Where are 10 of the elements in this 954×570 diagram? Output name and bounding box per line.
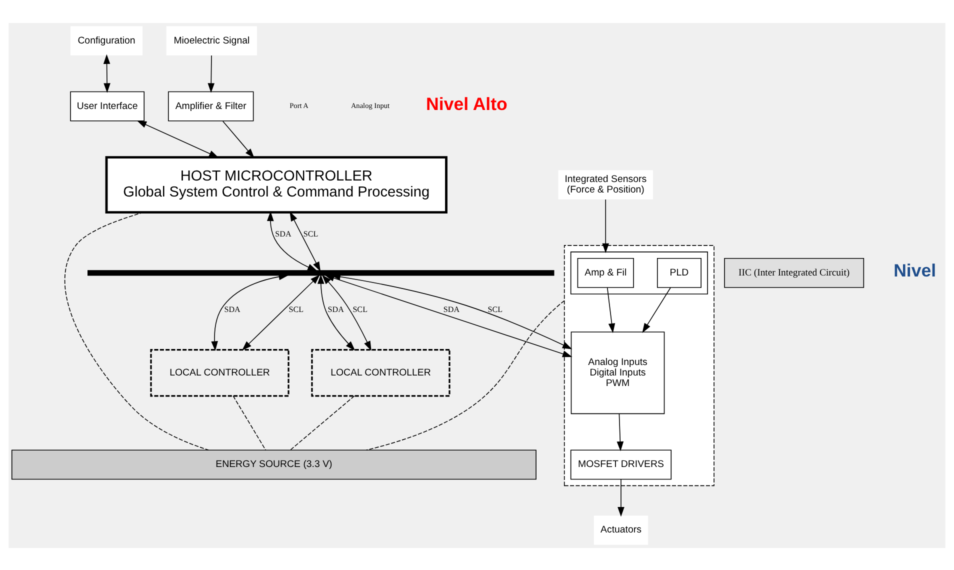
edge-label: SCL <box>488 304 503 314</box>
edge-label: SDA <box>443 304 460 314</box>
edge-label: SDA <box>328 304 344 314</box>
edge-label: SDA <box>275 229 292 238</box>
label: Nivel Alto <box>426 94 508 114</box>
edge-label: SCL <box>352 304 368 314</box>
edge-label: SDA <box>224 304 240 314</box>
edge-label: SCL <box>303 229 318 238</box>
edge-label: SCL <box>288 304 304 314</box>
label: Nivel <box>894 260 936 280</box>
